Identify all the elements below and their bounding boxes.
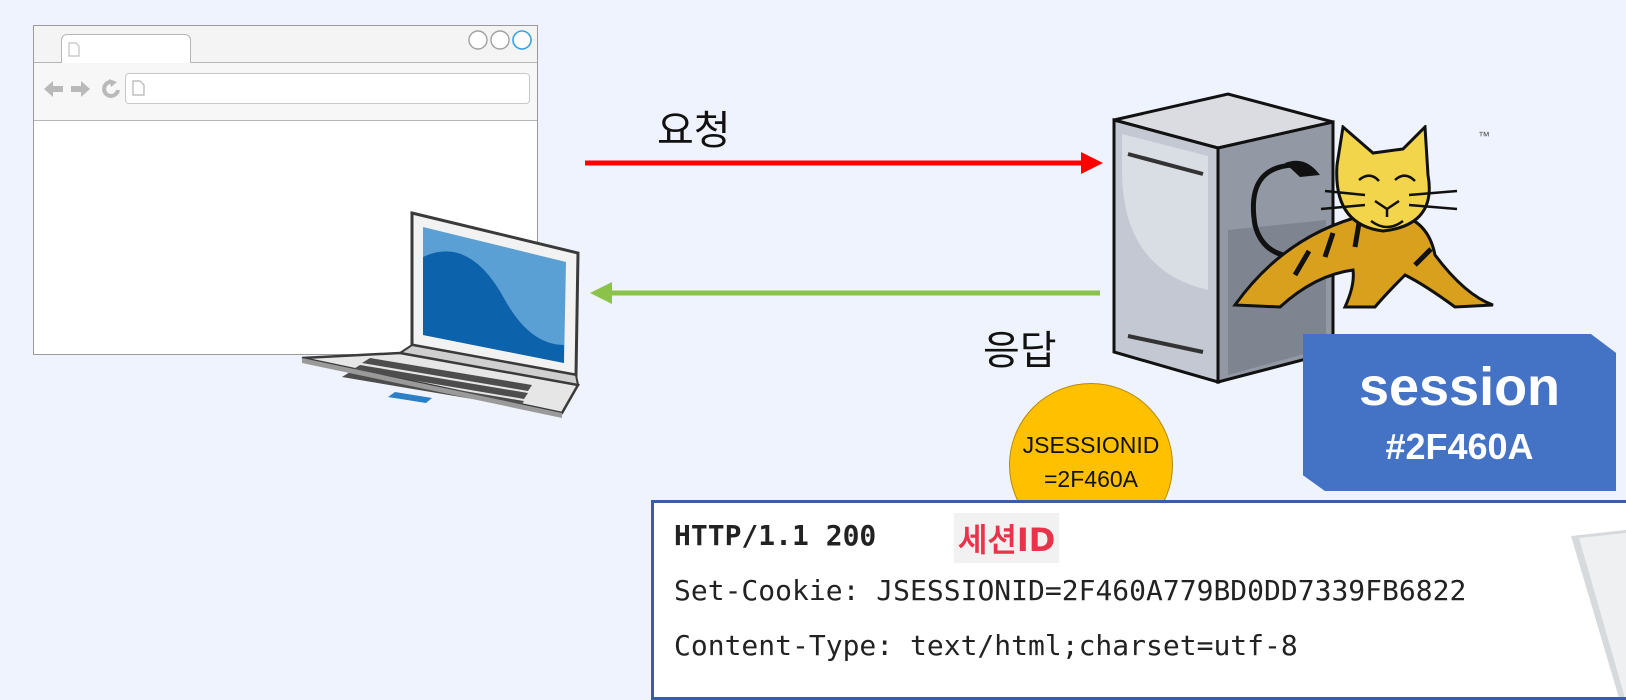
session-id-badge: 세션ID: [954, 513, 1060, 563]
page-icon: [132, 80, 145, 96]
session-id: #2F460A: [1385, 426, 1534, 467]
browser-tab-strip: [34, 26, 537, 64]
set-cookie-value: JSESSIONID=2F460A779BD0DD7339FB6822: [876, 574, 1467, 607]
browser-address-bar: [125, 73, 530, 104]
request-label: 요청: [657, 108, 731, 154]
content-type-line: Content-Type: text/html;charset=utf-8: [674, 629, 1298, 662]
session-title: session: [1358, 357, 1561, 417]
response-label: 응답: [983, 328, 1057, 374]
session-box: session #2F460A: [1303, 334, 1616, 491]
cookie-value: =2F460A: [1044, 466, 1138, 492]
browser-window-icon: [33, 25, 538, 355]
navigation-icons: [44, 79, 120, 98]
http-response-panel: HTTP/1.1 200 세션ID Set-Cookie: JSESSIONID…: [651, 500, 1626, 700]
status-line: HTTP/1.1 200: [674, 519, 877, 552]
set-cookie-line: Set-Cookie: JSESSIONID=2F460A779BD0DD733…: [674, 574, 1466, 607]
response-arrow: [590, 282, 1100, 304]
svg-text:™: ™: [1478, 129, 1490, 143]
window-controls-icon: [468, 30, 532, 50]
browser-toolbar: [34, 63, 537, 121]
page-icon: [68, 42, 80, 57]
paper-fragment-icon: [1571, 529, 1626, 697]
tomcat-icon: ™: [1232, 125, 1494, 309]
server-icon: [1112, 92, 1335, 384]
request-arrow: [585, 152, 1103, 174]
cookie-name: JSESSIONID: [1022, 432, 1160, 458]
browser-tab: [61, 34, 191, 64]
laptop-icon: [301, 211, 580, 418]
set-cookie-key: Set-Cookie:: [674, 574, 860, 607]
